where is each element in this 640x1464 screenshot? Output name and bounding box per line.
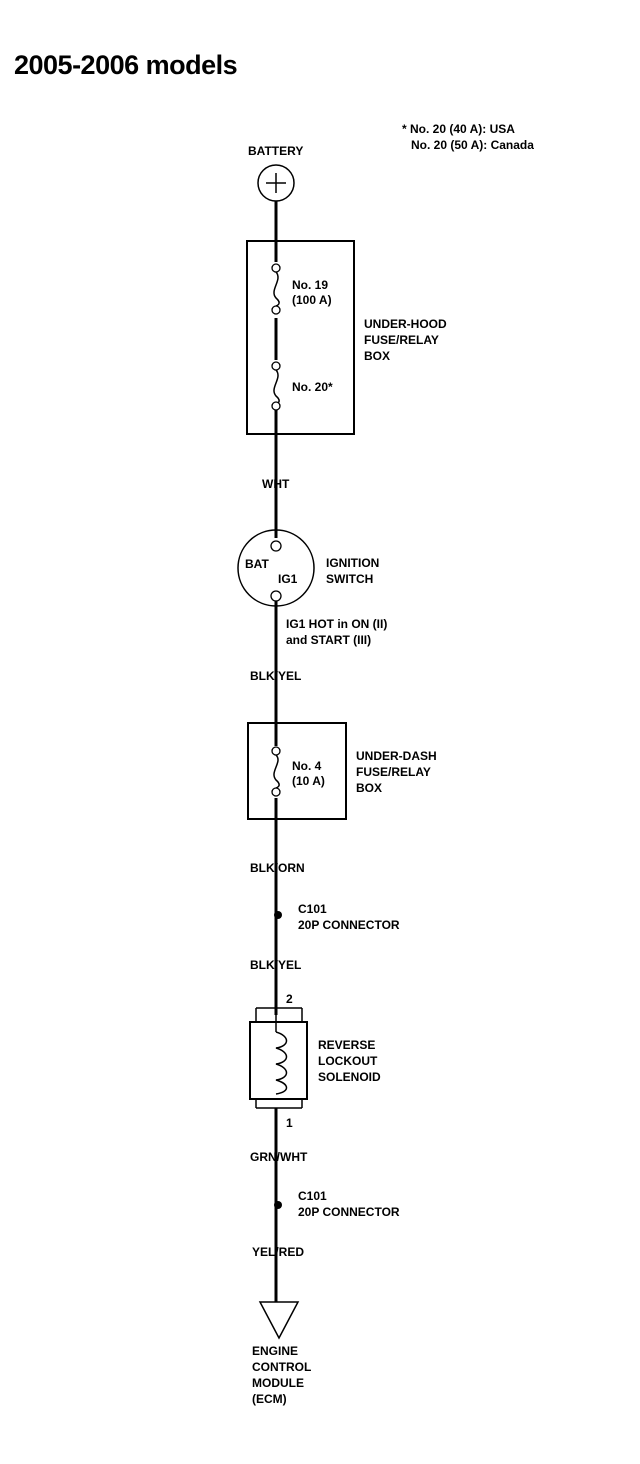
solenoid-coil-icon <box>275 1015 288 1095</box>
fuse-4-icon <box>271 746 281 797</box>
ignition-ig1-terminal <box>270 590 282 602</box>
wire-label-wht: WHT <box>262 477 290 491</box>
underhood-box-label-2: FUSE/RELAY <box>364 333 439 347</box>
fuse-20-icon <box>271 361 281 411</box>
ignition-bat-label: BAT <box>245 557 269 571</box>
connector-c101-dot-1 <box>274 911 282 919</box>
wire-label-blk-yel-1: BLK/YEL <box>250 669 301 683</box>
fuse-19-rating: (100 A) <box>292 293 332 307</box>
solenoid-connector-bottom <box>255 1099 303 1109</box>
ignition-ig1-label: IG1 <box>278 572 298 586</box>
wire-label-yel-red: YEL/RED <box>252 1245 304 1259</box>
connector1-desc: 20P CONNECTOR <box>298 918 400 932</box>
ignition-switch-label-2: SWITCH <box>326 572 373 586</box>
underhood-box-label-1: UNDER-HOOD <box>364 317 447 331</box>
connector2-desc: 20P CONNECTOR <box>298 1205 400 1219</box>
ignition-switch-icon <box>237 529 315 607</box>
ecm-label-1: ENGINE <box>252 1344 298 1358</box>
ecm-ground-triangle-icon <box>258 1301 300 1340</box>
solenoid-pin-1: 1 <box>286 1116 293 1130</box>
fuse-4-label: No. 4 <box>292 759 322 773</box>
footnote-line-2: No. 20 (50 A): Canada <box>411 138 534 152</box>
solenoid-connector-top <box>255 1007 303 1022</box>
underhood-box-label-3: BOX <box>364 349 390 363</box>
ecm-label-4: (ECM) <box>252 1392 287 1406</box>
connector2-name: C101 <box>298 1189 327 1203</box>
ecm-label-2: CONTROL <box>252 1360 311 1374</box>
solenoid-label-2: LOCKOUT <box>318 1054 378 1068</box>
underdash-box-label-2: FUSE/RELAY <box>356 765 431 779</box>
underdash-fuse-box <box>247 722 347 820</box>
fuse-19-label: No. 19 <box>292 278 328 292</box>
battery-label: BATTERY <box>248 144 303 158</box>
solenoid-pin-2: 2 <box>286 992 293 1006</box>
page-title: 2005-2006 models <box>14 50 238 80</box>
fuse-20-label: No. 20* <box>292 380 333 394</box>
wire-label-grn-wht: GRN/WHT <box>250 1150 308 1164</box>
ignition-bat-terminal <box>270 540 282 552</box>
wire-label-blk-yel-2: BLK/YEL <box>250 958 301 972</box>
underdash-box-label-3: BOX <box>356 781 382 795</box>
solenoid-label-1: REVERSE <box>318 1038 375 1052</box>
fuse-4-rating: (10 A) <box>292 774 325 788</box>
underdash-box-label-1: UNDER-DASH <box>356 749 437 763</box>
solenoid-label-3: SOLENOID <box>318 1070 381 1084</box>
wire-label-blk-orn: BLK/ORN <box>250 861 305 875</box>
solenoid-box <box>249 1021 308 1100</box>
connector-c101-dot-2 <box>274 1201 282 1209</box>
ecm-label-3: MODULE <box>252 1376 304 1390</box>
battery-icon <box>257 164 295 202</box>
underhood-fuse-box <box>246 240 355 435</box>
ignition-note-2: and START (III) <box>286 633 371 647</box>
fuse-19-icon <box>271 263 281 315</box>
ignition-note-1: IG1 HOT in ON (II) <box>286 617 387 631</box>
connector1-name: C101 <box>298 902 327 916</box>
footnote-line-1: * No. 20 (40 A): USA <box>402 122 515 136</box>
ignition-switch-label-1: IGNITION <box>326 556 379 570</box>
